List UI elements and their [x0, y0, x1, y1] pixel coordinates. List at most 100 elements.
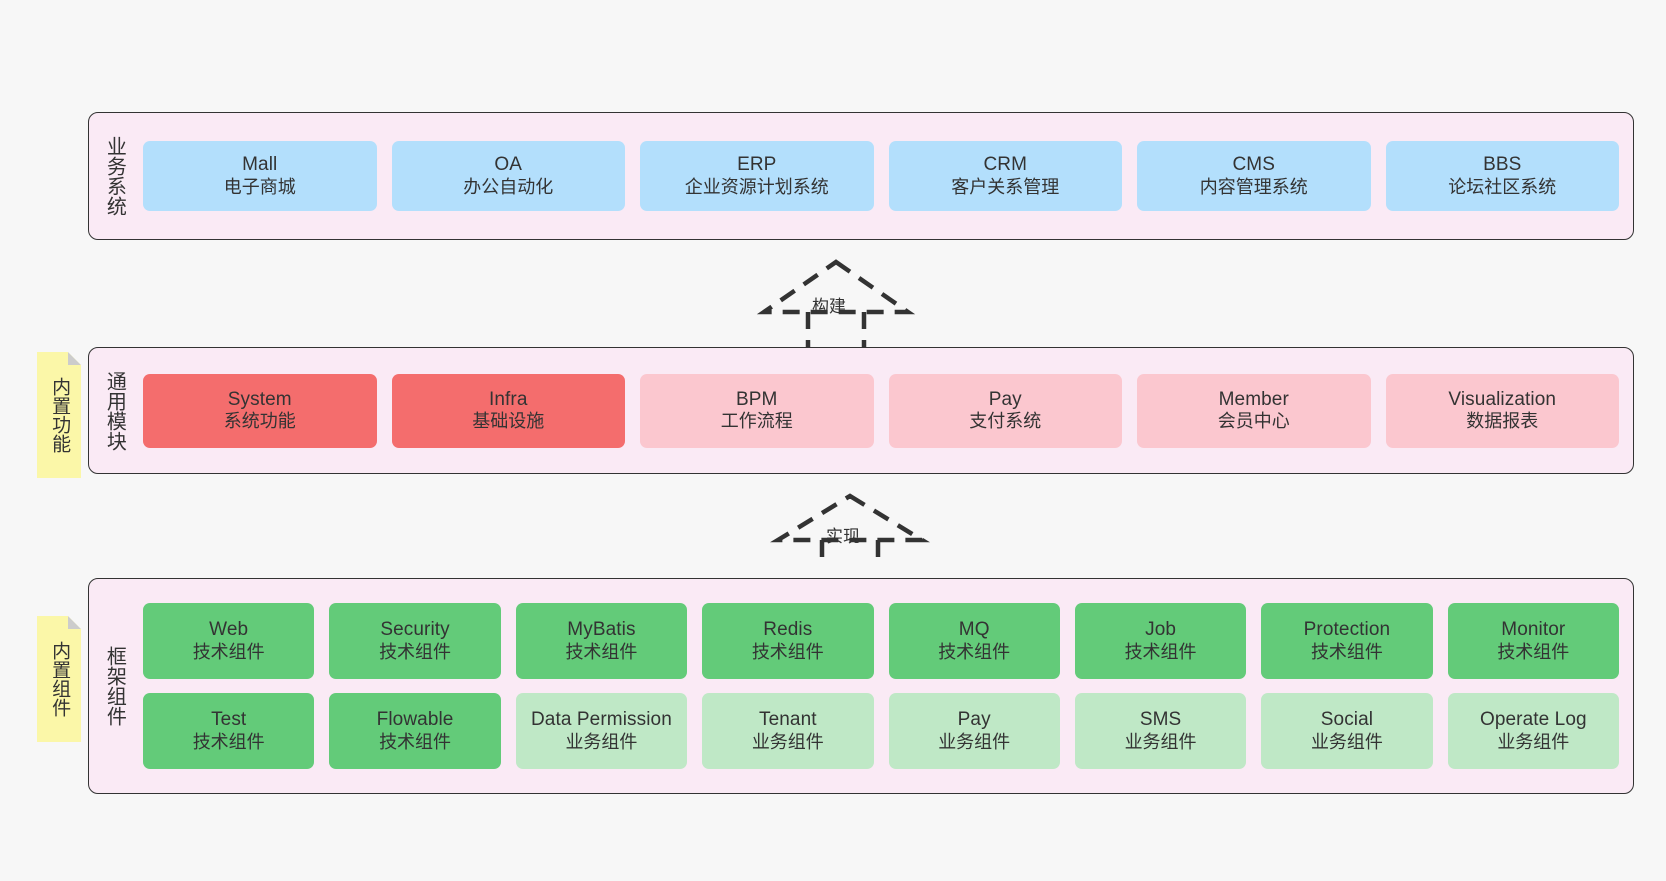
layer-title-business-system: 业务系统	[103, 136, 126, 216]
node-title-en: Test	[211, 709, 247, 731]
node-title-en: CRM	[983, 154, 1028, 176]
node-subtitle-cn: 业务组件	[938, 731, 1011, 752]
node-subtitle-cn: 客户关系管理	[951, 176, 1060, 197]
node-subtitle-cn: 技术组件	[379, 641, 452, 662]
node-subtitle-cn: 技术组件	[565, 641, 638, 662]
node-title-en: Data Permission	[530, 709, 672, 731]
node-title-en: MQ	[958, 619, 990, 641]
node-subtitle-cn: 企业资源计划系统	[684, 176, 829, 197]
node-subtitle-cn: 会员中心	[1217, 411, 1290, 432]
node-subtitle-cn: 技术组件	[1497, 641, 1570, 662]
node-title-en: Visualization	[1448, 388, 1557, 410]
node-title-en: OA	[494, 154, 523, 176]
node-title-en: Pay	[957, 709, 991, 731]
connector-build-label: 构建	[812, 297, 846, 316]
note-fold-corner-icon	[68, 616, 81, 629]
node-subtitle-cn: 支付系统	[969, 411, 1042, 432]
node-title-en: System	[227, 388, 292, 410]
node-title-en: Pay	[988, 388, 1022, 410]
node-title-en: Security	[380, 619, 450, 641]
node-title-en: Flowable	[376, 709, 454, 731]
node-subtitle-cn: 数据报表	[1466, 411, 1539, 432]
note-label: 内置功能	[49, 377, 71, 453]
node-title-en: SMS	[1139, 709, 1182, 731]
node-subtitle-cn: 系统功能	[223, 411, 296, 432]
node-title-en: Job	[1145, 619, 1177, 641]
node-subtitle-cn: 技术组件	[1310, 641, 1383, 662]
node-title-en: Monitor	[1501, 619, 1566, 641]
node-subtitle-cn: 技术组件	[192, 731, 265, 752]
note-fold-corner-icon	[68, 352, 81, 365]
node-subtitle-cn: 技术组件	[1124, 641, 1197, 662]
node-title-en: Redis	[763, 619, 813, 641]
note-label: 内置组件	[49, 641, 71, 717]
node-subtitle-cn: 技术组件	[751, 641, 824, 662]
layer-title-common-modules: 通用模块	[103, 370, 126, 451]
node-title-en: Tenant	[758, 709, 817, 731]
node-title-en: Web	[209, 619, 249, 641]
node-title-en: Protection	[1303, 619, 1391, 641]
node-title-en: ERP	[737, 154, 777, 176]
note-builtin-components: 内置组件	[37, 616, 81, 742]
node-subtitle-cn: 技术组件	[938, 641, 1011, 662]
node-subtitle-cn: 基础设施	[472, 411, 545, 432]
node-title-en: Member	[1218, 388, 1289, 410]
node-subtitle-cn: 论坛社区系统	[1448, 176, 1557, 197]
node-subtitle-cn: 内容管理系统	[1199, 176, 1308, 197]
note-builtin-features: 内置功能	[37, 352, 81, 478]
node-title-en: Operate Log	[1479, 709, 1587, 731]
node-title-en: Social	[1320, 709, 1374, 731]
node-title-en: Mall	[242, 154, 278, 176]
node-subtitle-cn: 电子商城	[223, 176, 296, 197]
node-title-en: Infra	[488, 388, 528, 410]
node-subtitle-cn: 业务组件	[565, 731, 638, 752]
node-title-en: MyBatis	[567, 619, 636, 641]
node-subtitle-cn: 业务组件	[751, 731, 824, 752]
node-subtitle-cn: 工作流程	[720, 411, 793, 432]
node-title-en: BPM	[736, 388, 778, 410]
layer-title-framework-components: 框架组件	[103, 646, 126, 726]
connector-implement-label: 实现	[826, 527, 860, 546]
node-subtitle-cn: 办公自动化	[463, 176, 554, 197]
node-title-en: BBS	[1483, 154, 1522, 176]
node-subtitle-cn: 业务组件	[1124, 731, 1197, 752]
node-subtitle-cn: 业务组件	[1310, 731, 1383, 752]
